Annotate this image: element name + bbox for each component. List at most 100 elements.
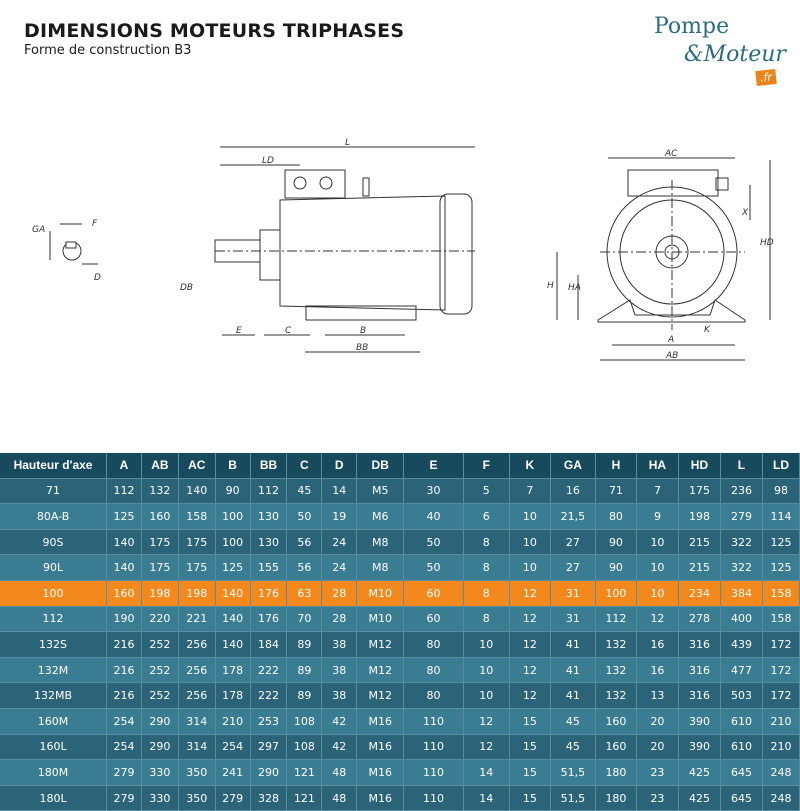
table-cell: M10 (356, 580, 405, 607)
table-cell: 10 (636, 529, 679, 556)
table-cell: M5 (356, 478, 405, 505)
table-cell: 121 (286, 759, 323, 786)
table-cell: 350 (178, 785, 216, 811)
axis-height-cell: 80A-B (0, 503, 108, 530)
table-cell: 155 (250, 554, 288, 581)
table-cell: 190 (106, 606, 142, 633)
table-cell: 5 (463, 478, 510, 505)
table-cell: 610 (720, 734, 763, 761)
label-HD: HD (760, 238, 774, 248)
table-cell: 140 (215, 606, 251, 633)
table-cell: 254 (106, 708, 142, 735)
brand-logo: Pompe &Moteur .fr (648, 14, 788, 92)
label-X: X (741, 208, 749, 218)
table-cell: 254 (215, 734, 251, 761)
table-cell: 10 (509, 554, 551, 581)
table-cell: 198 (141, 580, 179, 607)
table-cell: 30 (403, 478, 464, 505)
table-cell: 7 (636, 478, 679, 505)
table-cell: 316 (678, 682, 721, 709)
table-cell: 90 (215, 478, 251, 505)
motor-front-view: AC X HD H HA A K AB (547, 149, 774, 361)
table-cell: 41 (550, 631, 596, 658)
table-cell: 477 (720, 657, 763, 684)
table-cell: 12 (463, 734, 510, 761)
table-cell: 384 (720, 580, 763, 607)
table-cell: 252 (141, 682, 179, 709)
table-cell: M16 (356, 708, 405, 735)
table-cell: 236 (720, 478, 763, 505)
logo-line-1: Pompe (654, 14, 730, 39)
axis-height-cell: 112 (0, 606, 108, 633)
column-header-c: C (286, 453, 323, 479)
table-cell: 19 (321, 503, 358, 530)
table-cell: 140 (215, 631, 251, 658)
label-AC: AC (664, 149, 678, 159)
table-cell: 8 (463, 580, 510, 607)
table-cell: 14 (463, 785, 510, 811)
table-cell: 60 (403, 580, 464, 607)
column-header-d: D (321, 453, 358, 479)
table-cell: 112 (250, 478, 288, 505)
motor-technical-drawing: GA F D L LD DB E C B BB AC (32, 138, 774, 361)
table-cell: 50 (403, 529, 464, 556)
table-cell: 12 (636, 606, 679, 633)
column-header-db: DB (356, 453, 405, 479)
table-cell: 132 (595, 682, 637, 709)
table-cell: 256 (178, 657, 216, 684)
column-header-ab: AB (141, 453, 179, 479)
table-cell: 31 (550, 580, 596, 607)
table-cell: 110 (403, 734, 464, 761)
table-cell: 158 (762, 580, 800, 607)
table-cell: 14 (463, 759, 510, 786)
table-cell: 42 (321, 708, 358, 735)
table-cell: 439 (720, 631, 763, 658)
axis-height-cell: 90L (0, 554, 108, 581)
table-cell: M10 (356, 606, 405, 633)
table-cell: 222 (250, 682, 288, 709)
shaft-end-detail: GA F D (32, 219, 101, 283)
label-C: C (285, 326, 292, 336)
table-cell: 80 (403, 631, 464, 658)
table-cell: 180 (595, 785, 637, 811)
table-cell: 98 (762, 478, 800, 505)
table-cell: 80 (403, 682, 464, 709)
table-cell: M8 (356, 529, 405, 556)
table-cell: 42 (321, 734, 358, 761)
table-cell: 175 (678, 478, 721, 505)
table-cell: 390 (678, 708, 721, 735)
axis-height-cell: 132M (0, 657, 108, 684)
table-cell: 645 (720, 785, 763, 811)
table-cell: 140 (106, 554, 142, 581)
table-cell: M8 (356, 554, 405, 581)
table-cell: 24 (321, 554, 358, 581)
table-cell: 9 (636, 503, 679, 530)
column-header-ld: LD (762, 453, 800, 479)
table-cell: 100 (215, 503, 251, 530)
table-cell: 160 (595, 708, 637, 735)
table-cell: 290 (250, 759, 288, 786)
table-cell: 184 (250, 631, 288, 658)
table-cell: 322 (720, 529, 763, 556)
table-cell: 56 (286, 554, 323, 581)
table-cell: 15 (509, 759, 551, 786)
axis-height-cell: 160L (0, 734, 108, 761)
label-H: H (547, 281, 554, 291)
table-cell: 31 (550, 606, 596, 633)
column-header-axis-height: Hauteur d'axe (0, 453, 108, 479)
table-cell: 180 (595, 759, 637, 786)
table-cell: 290 (141, 708, 179, 735)
axis-height-cell: 71 (0, 478, 108, 505)
label-D: D (94, 273, 101, 283)
table-cell: 28 (321, 580, 358, 607)
axis-height-cell: 132MB (0, 682, 108, 709)
table-cell: 10 (636, 554, 679, 581)
table-cell: M12 (356, 631, 405, 658)
logo-badge: .fr (755, 69, 777, 86)
table-cell: 12 (463, 708, 510, 735)
table-cell: 178 (215, 682, 251, 709)
